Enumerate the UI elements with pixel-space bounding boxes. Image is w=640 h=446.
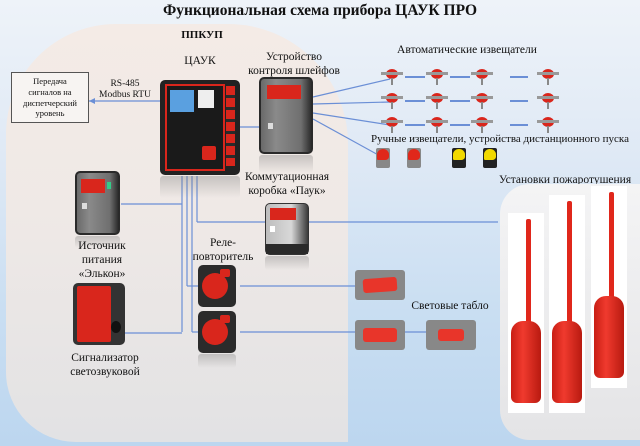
junction-box-label-2: коробка «Паук» <box>248 184 326 197</box>
line-loop-manual <box>312 118 383 158</box>
smoke-detector-icon <box>381 68 403 85</box>
line-loop-det1 <box>312 78 391 98</box>
power-supply-label-3: «Элькон» <box>78 267 126 280</box>
detector-link-line <box>405 76 425 78</box>
detector-link-line <box>450 100 470 102</box>
dispatch-text-1: Передача <box>33 76 67 87</box>
smoke-detector-icon <box>537 116 559 133</box>
smoke-detector-icon <box>381 116 403 133</box>
siren-device <box>73 283 125 345</box>
extinguishers-label: Установки пожаротушения <box>498 174 632 186</box>
fire-extinguisher-tank-icon <box>508 213 544 413</box>
siren-label-2: светозвуковой <box>70 365 140 378</box>
manual-call-point-red-icon <box>407 148 421 168</box>
smoke-detector-icon <box>426 116 448 133</box>
loop-controller-device <box>259 77 313 154</box>
detector-link-line <box>450 124 470 126</box>
siren-label-1: Сигнализатор <box>71 352 139 364</box>
light-board-3 <box>426 320 476 350</box>
smoke-detector-icon <box>426 92 448 109</box>
arrow-head-icon <box>89 98 95 104</box>
power-supply-device <box>75 171 120 235</box>
junction-box-label: Коммутационная коробка «Паук» <box>232 171 342 199</box>
remote-start-yellow-icon <box>483 148 497 168</box>
smoke-detector-icon <box>471 92 493 109</box>
fire-extinguisher-tank-icon <box>549 195 585 413</box>
relay-label-1: Реле- <box>209 237 237 249</box>
power-supply-label-2: питания <box>81 253 123 266</box>
junction-box-device <box>265 203 309 255</box>
auto-detectors-label: Автоматические извещатели <box>397 44 537 56</box>
smoke-detector-icon <box>426 68 448 85</box>
interface-rs485: RS-485 <box>110 79 140 89</box>
siren-label: Сигнализатор светозвуковой <box>58 352 152 380</box>
power-supply-label: Источник питания «Элькон» <box>62 240 142 281</box>
smoke-detector-icon <box>381 92 403 109</box>
cauk-label: ЦАУК <box>184 55 216 67</box>
dispatch-text-4: уровень <box>35 108 65 119</box>
ppkup-label: ППКУП <box>181 29 223 41</box>
light-boards-label: Световые табло <box>411 300 489 312</box>
fire-extinguisher-tank-icon <box>591 186 627 388</box>
detector-gap-line <box>510 100 528 102</box>
relay-label: Реле- повторитель <box>188 237 258 265</box>
detector-link-line <box>405 124 425 126</box>
power-supply-label-1: Источник <box>78 240 126 252</box>
light-board-2 <box>355 320 405 350</box>
smoke-detector-icon <box>537 68 559 85</box>
line-loop-det3 <box>312 112 391 126</box>
smoke-detector-icon <box>471 116 493 133</box>
detector-gap-line <box>510 124 528 126</box>
smoke-detector-icon <box>537 92 559 109</box>
relay-device-1 <box>198 265 236 307</box>
cauk-device <box>160 80 240 175</box>
dispatch-text-2: сигналов на <box>28 86 72 97</box>
detector-link-line <box>450 76 470 78</box>
relay-label-2: повторитель <box>192 250 254 263</box>
interface-modbus: Modbus RTU <box>99 90 151 101</box>
cauk-screen <box>170 90 194 112</box>
diagram-title: Функциональная схема прибора ЦАУК ПРО <box>162 2 478 19</box>
dispatch-text-3: диспетчерский <box>23 97 77 108</box>
line-loop-det2 <box>312 101 391 105</box>
detector-gap-line <box>510 76 528 78</box>
loop-controller-label-2: контроля шлейфов <box>248 64 340 77</box>
loop-controller-label: Устройство контроля шлейфов <box>244 51 344 79</box>
dispatch-level-box: Передача сигналов на диспетчерский урове… <box>11 72 89 123</box>
remote-start-yellow-icon <box>452 148 466 168</box>
light-board-1 <box>355 270 405 300</box>
loop-controller-label-1: Устройство <box>266 51 322 63</box>
smoke-detector-icon <box>471 68 493 85</box>
relay-device-2 <box>198 311 236 353</box>
detector-link-line <box>405 100 425 102</box>
manual-call-point-red-icon <box>376 148 390 168</box>
manual-detectors-label: Ручные извещатели, устройства дистанцион… <box>371 133 629 145</box>
interface-label: RS-485 Modbus RTU <box>98 79 152 102</box>
junction-box-label-1: Коммутационная <box>245 171 329 183</box>
